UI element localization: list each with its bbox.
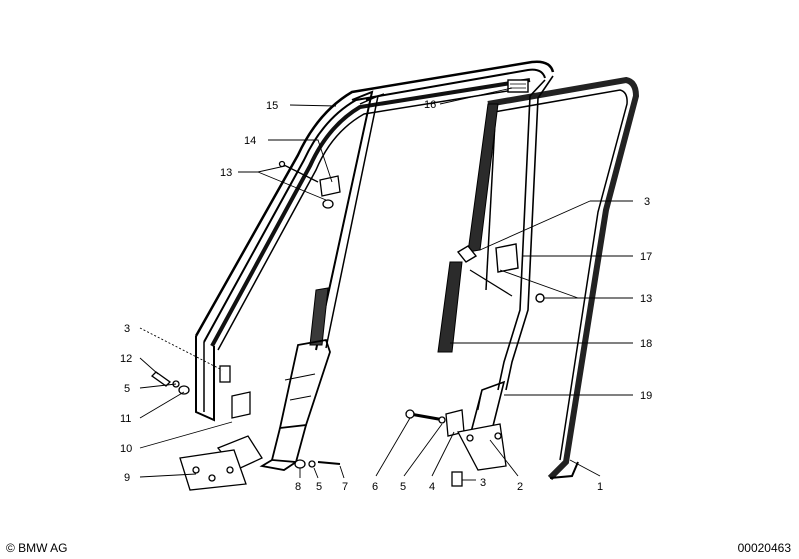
callout-3-left: 3 — [124, 323, 130, 335]
callout-9: 9 — [124, 472, 130, 484]
hardware-right — [405, 409, 507, 487]
callout-8: 8 — [295, 481, 301, 493]
callout-13-right: 13 — [640, 293, 652, 305]
callout-5-right: 5 — [400, 481, 406, 493]
callout-3-top: 3 — [644, 196, 650, 208]
callout-11: 11 — [120, 413, 131, 425]
window-frame-left — [194, 60, 555, 422]
leader-lines — [139, 87, 633, 481]
callout-18: 18 — [640, 338, 652, 350]
window-frame-right — [485, 76, 640, 481]
callout-1: 1 — [597, 481, 603, 493]
callout-12: 12 — [120, 353, 132, 365]
callout-15: 15 — [266, 100, 278, 112]
bracket-part-14 — [278, 160, 341, 209]
bracket-part-17 — [456, 243, 545, 303]
guide-rail-left — [259, 338, 331, 471]
callout-5-left: 5 — [124, 383, 130, 395]
brand-copyright: © BMW AG — [6, 541, 68, 555]
callout-3-bottom: 3 — [480, 477, 486, 489]
frame-channel-left — [309, 90, 385, 351]
callout-17: 17 — [640, 251, 652, 263]
callout-2: 2 — [517, 481, 523, 493]
callout-16: 16 — [424, 99, 436, 111]
hardware-left — [150, 365, 341, 491]
callout-7: 7 — [342, 481, 348, 493]
callout-14: 14 — [244, 135, 256, 147]
callout-5-mid: 5 — [316, 481, 322, 493]
callout-4: 4 — [429, 481, 435, 493]
callout-19: 19 — [640, 390, 652, 402]
callout-13-left: 13 — [220, 167, 232, 179]
callout-10: 10 — [120, 443, 132, 455]
clip-part-16 — [507, 79, 529, 93]
callout-numbers: 15 16 14 13 3 17 13 18 19 3 12 5 11 10 9… — [120, 99, 652, 493]
callout-6: 6 — [372, 481, 378, 493]
document-number: 00020463 — [737, 541, 791, 555]
